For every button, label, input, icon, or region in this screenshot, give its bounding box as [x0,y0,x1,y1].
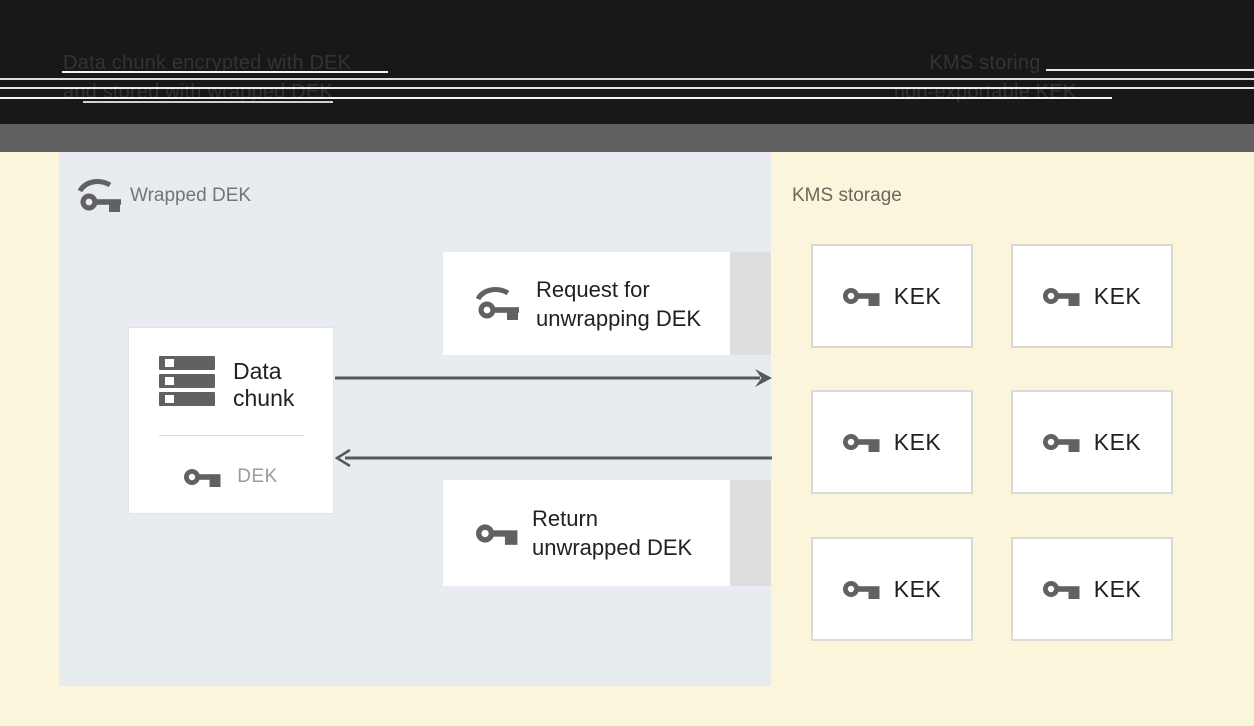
kek-box: KEK [811,537,973,641]
glitch-line [0,87,1254,89]
kek-label: KEK [893,575,942,602]
wrapped-dek-title: Wrapped DEK [130,185,252,206]
key-icon [1042,434,1080,452]
key-icon [842,288,880,306]
data-chunk-label-line: chunk [233,385,295,411]
wrapped-key-icon [78,179,121,212]
glitch-line [0,97,1112,99]
key-icon [1042,288,1080,306]
data-chunk-box: Data chunk DEK [128,327,334,514]
divider [159,435,304,436]
return-unwrapped-box: Return unwrapped DEK [443,480,730,586]
glitch-line [1046,69,1254,71]
request-unwrap-label: Request for unwrapping DEK [536,275,701,333]
kek-box: KEK [1011,537,1173,641]
kek-box: KEK [811,390,973,494]
kek-label: KEK [1093,428,1142,455]
kek-box: KEK [1011,390,1173,494]
key-icon [476,523,518,545]
glitch-line [62,71,388,73]
return-arrow [335,448,772,468]
return-unwrapped-line: Return [532,506,599,531]
key-icon [842,434,880,452]
request-unwrap-box: Request for unwrapping DEK [443,252,730,355]
kek-label: KEK [893,282,942,309]
caption-line: KMS storing [929,52,1041,74]
wrapped-key-icon [476,286,519,320]
callout-shadow-strip [730,252,771,355]
gray-divider-band [0,124,1254,152]
callout-shadow-strip [730,480,771,586]
key-icon [184,469,221,487]
kek-label: KEK [1093,282,1142,309]
caption-line: Data chunk encrypted with DEK [63,52,352,74]
kek-box: KEK [1011,244,1173,348]
key-icon [842,581,880,599]
request-unwrap-line: Request for [536,276,650,302]
kms-storage-title: KMS storage [792,185,902,206]
request-arrow [335,369,772,387]
glitch-line [83,101,333,103]
data-chunk-icon [159,356,215,406]
caption-line: non-exportable KEK [893,81,1077,103]
key-icon [1042,581,1080,599]
request-unwrap-line: unwrapping DEK [536,305,702,331]
glitch-line [0,78,1254,80]
data-chunk-label: Data chunk [233,358,294,412]
header-band: Data chunk encrypted with DEK and stored… [0,0,1254,124]
return-unwrapped-line: unwrapped DEK [532,535,693,560]
dek-label: DEK [237,466,278,487]
kek-box: KEK [811,244,973,348]
kek-label: KEK [1093,575,1142,602]
data-chunk-label-line: Data [233,358,282,384]
return-unwrapped-label: Return unwrapped DEK [532,504,692,562]
kek-label: KEK [893,428,942,455]
